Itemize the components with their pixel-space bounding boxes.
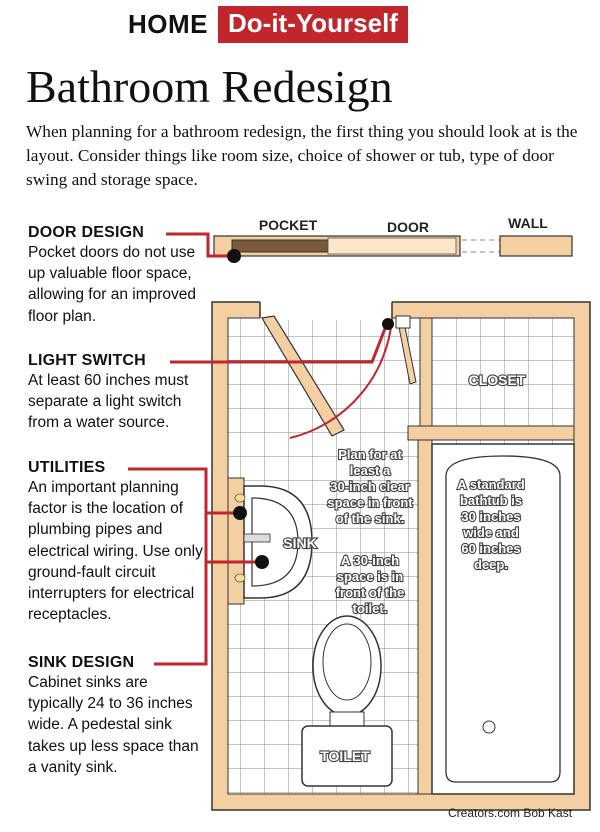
- light-switch-body: At least 60 inches must separate a light…: [28, 372, 189, 432]
- utilities-leader: [128, 467, 240, 515]
- sink-design-block: SINK DESIGN Cabinet sinks are typically …: [28, 654, 206, 778]
- door-swing-arc: [289, 317, 393, 439]
- sink-clearance-line-5: of the sink.: [336, 511, 405, 526]
- door-gap: [260, 300, 392, 320]
- sink-design-leader: [154, 562, 208, 666]
- toilet-clearance-note: A 30-inch space is in front of the toile…: [335, 552, 406, 617]
- light-switch-icon: [395, 315, 411, 329]
- light-switch-block: LIGHT SWITCH At least 60 inches must sep…: [28, 352, 206, 434]
- closet-wall-left: [419, 317, 433, 437]
- bathtub: A standard bathtub is 30 inches wide and…: [431, 443, 575, 795]
- header-home: HOME: [128, 8, 208, 39]
- tub-note: A standard bathtub is 30 inches wide and…: [456, 476, 526, 573]
- leader-lines: [128, 232, 388, 666]
- sink-design-body: Cabinet sinks are typically 24 to 36 inc…: [28, 674, 199, 776]
- tub-wall: [417, 439, 433, 795]
- toilet-clearance-line-1: A 30-inch: [341, 553, 399, 568]
- door-design-heading: DOOR DESIGN: [28, 224, 144, 241]
- toilet-clearance-line-4: toilet.: [353, 601, 388, 616]
- bathtub-inner: [445, 455, 561, 783]
- wall-segment: [499, 235, 573, 257]
- toilet: TOILET: [301, 615, 393, 787]
- tub-note-line-2: bathtub is: [460, 493, 522, 508]
- swing-door: [261, 315, 345, 437]
- door-design-body: Pocket doors do not use up valuable floo…: [28, 244, 197, 325]
- toilet-tank: [301, 725, 393, 787]
- sink-clearance-note: Plan for at least a 30-inch clear space …: [326, 446, 414, 527]
- sink-clearance-line-3: 30-inch clear: [330, 479, 410, 494]
- toilet-label: TOILET: [320, 748, 370, 764]
- leader-dots: [227, 249, 394, 569]
- faucet-icon: [243, 533, 271, 543]
- door-design-leader: [166, 232, 234, 258]
- sink-clearance-line-2: least a: [350, 463, 391, 478]
- closet-wall-bottom: [407, 425, 575, 441]
- toilet-clearance-line-3: front of the: [336, 585, 405, 600]
- sink-clearance-line-4: space in front: [327, 495, 413, 510]
- tub-note-line-6: deep.: [474, 557, 508, 572]
- drain-icon: [482, 720, 496, 734]
- sink-clearance-line-1: Plan for at: [338, 447, 402, 462]
- sink-design-heading: SINK DESIGN: [28, 654, 135, 671]
- tub-note-line-3: 30 inches: [461, 509, 520, 524]
- credit-line: Creators.com Bob Kast: [448, 806, 573, 820]
- door-design-dot: [227, 249, 241, 263]
- utilities-block: UTILITIES An important planning factor i…: [28, 459, 206, 625]
- wall-label: WALL: [508, 215, 548, 231]
- door-opening: [327, 237, 457, 255]
- light-switch-leader: [170, 325, 388, 364]
- page-title: Bathroom Redesign: [26, 61, 393, 112]
- header: HOME Do-it-Yourself: [128, 5, 408, 43]
- pocket-door-detail: POCKET DOOR WALL: [213, 215, 573, 257]
- tub-note-line-4: wide and: [462, 525, 519, 540]
- door-design-block: DOOR DESIGN Pocket doors do not use up v…: [28, 224, 206, 327]
- sink: SINK: [227, 477, 318, 605]
- pocket-label: POCKET: [259, 217, 318, 233]
- pocket-door-panel: [231, 239, 329, 253]
- toilet-seat-hinge: [329, 711, 365, 727]
- utilities-dot-1: [233, 506, 247, 520]
- light-switch-dot: [382, 318, 394, 330]
- utilities-dot-2: [255, 555, 269, 569]
- outlet-top-icon: [234, 493, 246, 503]
- outlet-bottom-icon: [234, 573, 246, 583]
- tub-note-line-5: 60 inches: [461, 541, 520, 556]
- tub-note-line-1: A standard: [457, 477, 524, 492]
- toilet-bowl-inner: [322, 623, 372, 701]
- light-switch-heading: LIGHT SWITCH: [28, 352, 146, 369]
- door-label: DOOR: [387, 219, 429, 235]
- utilities-heading: UTILITIES: [28, 459, 106, 476]
- utilities-body: An important planning factor is the loca…: [28, 479, 203, 624]
- sink-label: SINK: [283, 535, 316, 551]
- closet-label: CLOSET: [469, 372, 526, 388]
- header-section: Do-it-Yourself: [218, 5, 408, 43]
- toilet-clearance-line-2: space is in: [337, 569, 404, 584]
- intro-text: When planning for a bathroom redesign, t…: [26, 122, 578, 189]
